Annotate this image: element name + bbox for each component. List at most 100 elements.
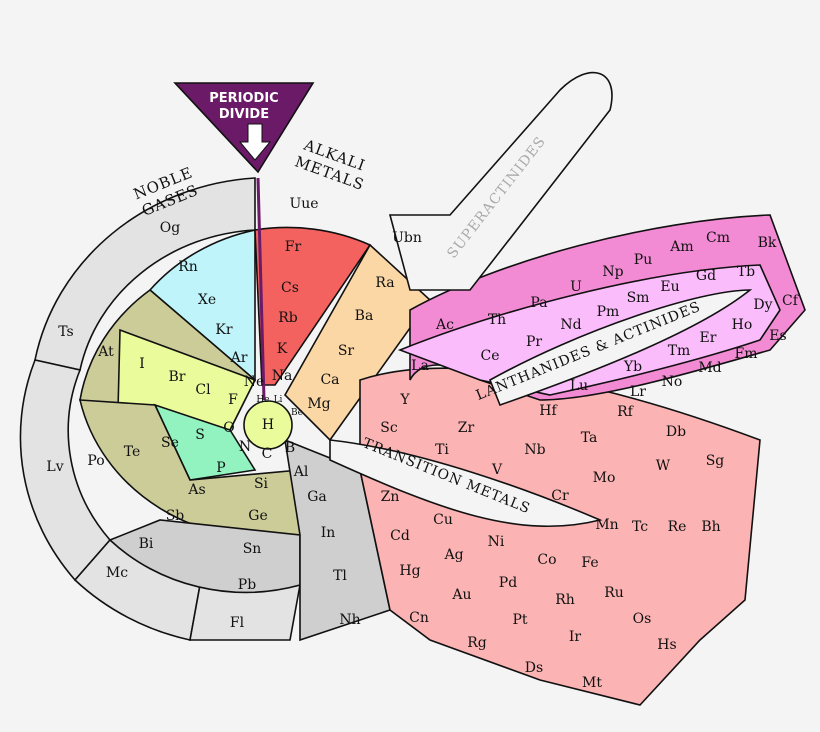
transition-gap (329, 439, 603, 528)
element-ru: Ru (604, 585, 624, 601)
transition-body (359, 367, 761, 706)
element-no: No (662, 374, 683, 390)
element-ar: Ar (230, 350, 248, 366)
element-be: Be (291, 408, 303, 418)
alkali-wedge (254, 226, 372, 386)
element-mc: Mc (106, 565, 128, 581)
element-al: Al (293, 464, 309, 480)
element-pa: Pa (530, 295, 547, 311)
element-b: B (285, 440, 295, 456)
arrow-down-icon (238, 123, 272, 161)
element-li: Li (274, 395, 283, 405)
hydrogen-cell (243, 400, 293, 450)
element-cd: Cd (390, 528, 410, 544)
element-in: In (321, 525, 336, 541)
element-sg: Sg (706, 453, 725, 469)
element-og: Og (160, 220, 180, 236)
element-fe: Fe (581, 555, 598, 571)
element-pu: Pu (634, 252, 652, 268)
element-sn: Sn (243, 541, 262, 557)
element-md: Md (698, 360, 721, 376)
element-zr: Zr (458, 420, 475, 436)
element-zn: Zn (381, 489, 400, 505)
element-ubn: Ubn (392, 230, 422, 246)
element-tc: Tc (632, 519, 648, 535)
element-mn: Mn (595, 517, 618, 533)
element-xe: Xe (198, 292, 216, 308)
element-np: Np (602, 264, 623, 280)
element-nb: Nb (524, 442, 545, 458)
element-cm: Cm (706, 230, 730, 246)
element-w: W (656, 458, 671, 474)
element-sc: Sc (380, 420, 398, 436)
divide-line2: DIVIDE (219, 107, 269, 122)
element-mt: Mt (582, 675, 602, 691)
element-ge: Ge (248, 508, 267, 524)
element-gd: Gd (696, 268, 716, 284)
element-er: Er (700, 330, 717, 346)
element-v: V (491, 462, 503, 478)
element-ds: Ds (525, 660, 543, 676)
element-pm: Pm (597, 304, 620, 320)
element-yb: Yb (623, 359, 642, 375)
element-ba: Ba (355, 308, 374, 324)
element-db: Db (666, 424, 686, 440)
element-p: P (216, 460, 225, 476)
element-ce: Ce (481, 348, 500, 364)
element-mg: Mg (307, 396, 330, 412)
element-ir: Ir (569, 629, 582, 645)
element-cn: Cn (409, 610, 429, 626)
element-pd: Pd (499, 575, 517, 591)
element-he: He (256, 395, 269, 405)
element-sr: Sr (338, 343, 355, 359)
element-cu: Cu (433, 512, 453, 528)
element-at: At (97, 344, 114, 360)
element-fl: Fl (230, 615, 245, 631)
superactinide-arm (388, 71, 613, 291)
element-cf: Cf (782, 293, 800, 309)
element-rb: Rb (278, 310, 298, 326)
element-bh: Bh (701, 519, 720, 535)
periodic-divide-tag: PERIODIC DIVIDE (173, 82, 315, 174)
element-u: U (570, 279, 582, 295)
element-si: Si (254, 476, 269, 492)
element-dy: Dy (753, 297, 772, 313)
divide-line1: PERIODIC (209, 91, 278, 106)
element-se: Se (161, 435, 179, 451)
element-es: Es (769, 328, 786, 344)
element-th: Th (488, 312, 506, 328)
element-uue: Uue (289, 196, 318, 212)
element-rh: Rh (555, 592, 575, 608)
element-na: Na (272, 368, 293, 384)
element-la: La (411, 358, 429, 374)
element-cr: Cr (551, 488, 569, 504)
element-re: Re (668, 519, 687, 535)
element-os: Os (633, 611, 652, 627)
element-s: S (195, 427, 205, 443)
element-k: K (277, 341, 288, 357)
element-h: H (262, 417, 274, 433)
element-c: C (262, 446, 273, 462)
element-ca: Ca (320, 372, 339, 388)
element-ts: Ts (58, 324, 74, 340)
element-ni: Ni (488, 534, 505, 550)
element-cs: Cs (281, 280, 299, 296)
element-pr: Pr (526, 334, 542, 350)
element-tl: Tl (333, 568, 347, 584)
element-f: F (228, 392, 238, 408)
element-lv: Lv (46, 459, 63, 475)
element-hs: Hs (657, 637, 676, 653)
element-am: Am (669, 239, 693, 255)
element-ta: Ta (581, 430, 598, 446)
element-rg: Rg (467, 635, 487, 651)
element-kr: Kr (215, 322, 232, 338)
element-rf: Rf (617, 404, 635, 420)
element-lr: Lr (630, 384, 646, 400)
element-cl: Cl (195, 382, 211, 398)
element-rn: Rn (178, 259, 198, 275)
element-ti: Ti (435, 442, 449, 458)
element-pt: Pt (512, 612, 527, 628)
lanthanide-band (397, 264, 781, 396)
element-sm: Sm (627, 290, 650, 306)
